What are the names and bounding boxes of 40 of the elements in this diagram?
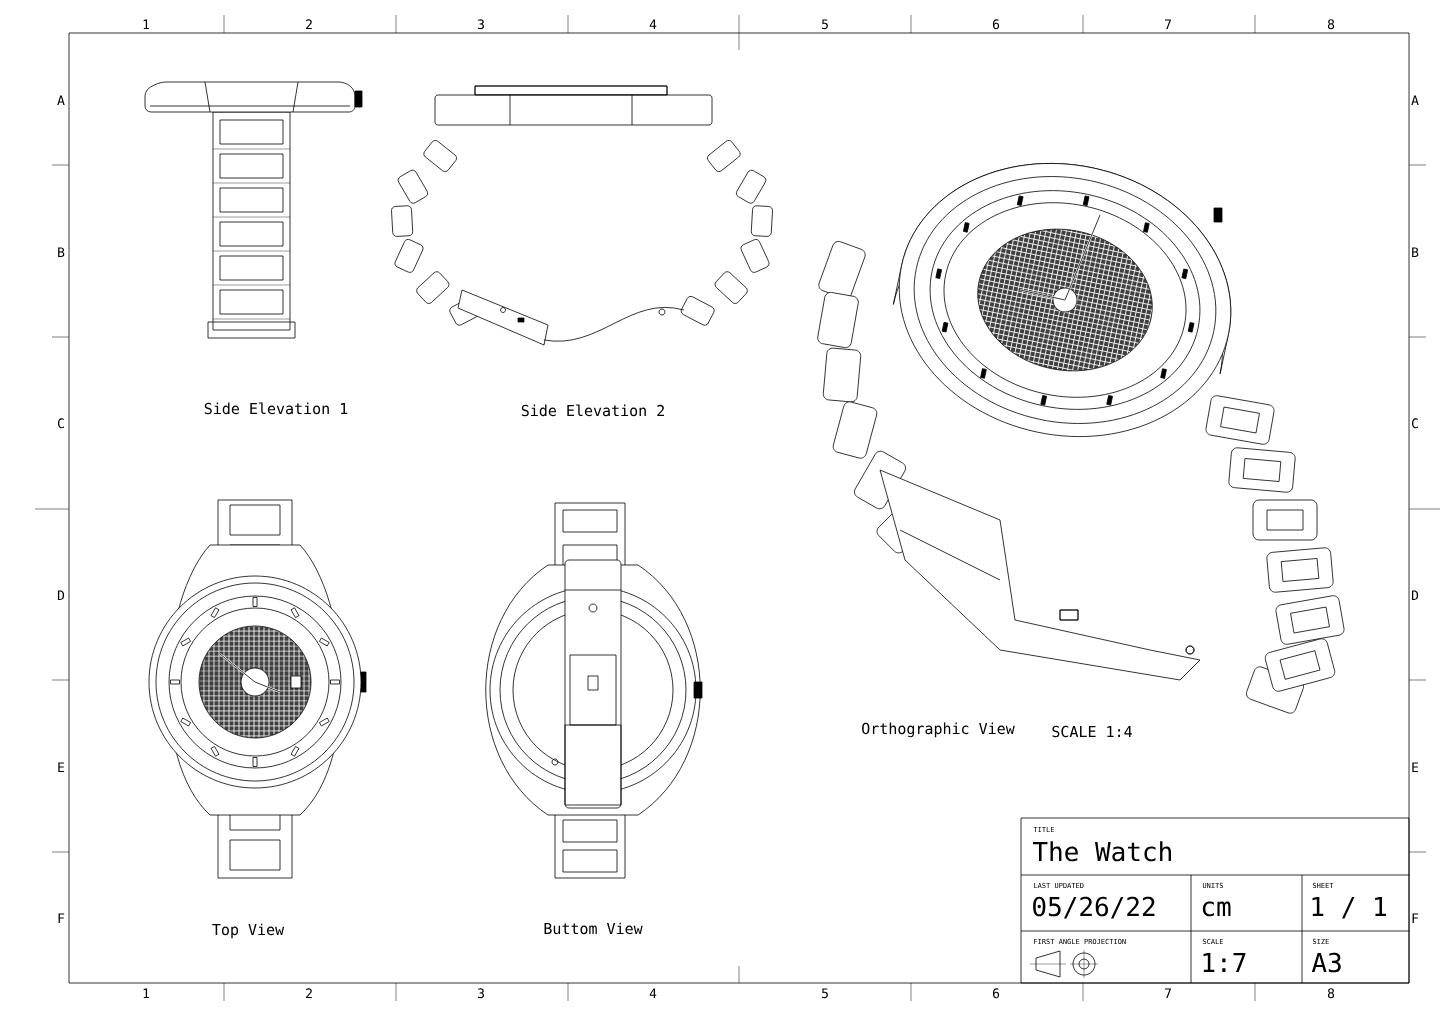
zone-letter: D (57, 590, 65, 600)
view-caption: Orthographic View (862, 722, 1015, 738)
zone-letter: F (1412, 913, 1419, 923)
zone-number: 5 (822, 988, 828, 999)
zone-number: 2 (306, 988, 312, 998)
view-caption: Top View (212, 923, 285, 939)
field-value: 1:7 (1203, 953, 1246, 972)
field-value: 05/26/22 (1033, 896, 1155, 919)
zone-number: 5 (822, 19, 828, 30)
zone-letter: B (1412, 247, 1419, 257)
zone-letter: C (1412, 418, 1418, 429)
zone-number: 3 (477, 988, 484, 999)
zone-letter: E (58, 762, 65, 772)
zone-number: 3 (477, 19, 484, 30)
zone-letter: A (57, 95, 65, 105)
scale-note: SCALE 1:4 (1052, 725, 1132, 738)
view-caption: Side Elevation 1 (204, 402, 348, 415)
view-caption: Side Elevation 2 (521, 404, 664, 417)
zone-number: 7 (1165, 988, 1171, 998)
zone-number: 8 (1327, 988, 1335, 999)
zone-letter: D (1411, 590, 1419, 600)
field-value: cm (1202, 901, 1231, 917)
zone-number: 4 (649, 988, 657, 998)
zone-number: 7 (1165, 19, 1171, 29)
zone-letter: E (1412, 762, 1419, 772)
zone-number: 4 (649, 19, 657, 29)
zone-number: 6 (992, 988, 1000, 999)
zone-number: 6 (992, 19, 1000, 30)
zone-number: 2 (306, 19, 312, 29)
title-text: The Watch (1033, 841, 1171, 862)
field-value: 1 / 1 (1312, 897, 1386, 919)
zone-letter: B (58, 247, 65, 257)
zone-letter: C (57, 418, 64, 429)
view-caption: Buttom View (544, 922, 643, 935)
zone-number: 1 (143, 19, 150, 29)
zone-letter: F (58, 913, 65, 923)
field-value: A3 (1311, 952, 1341, 973)
zone-letter: A (1411, 95, 1419, 105)
zone-number: 8 (1327, 19, 1335, 30)
zone-number: 1 (143, 988, 150, 998)
